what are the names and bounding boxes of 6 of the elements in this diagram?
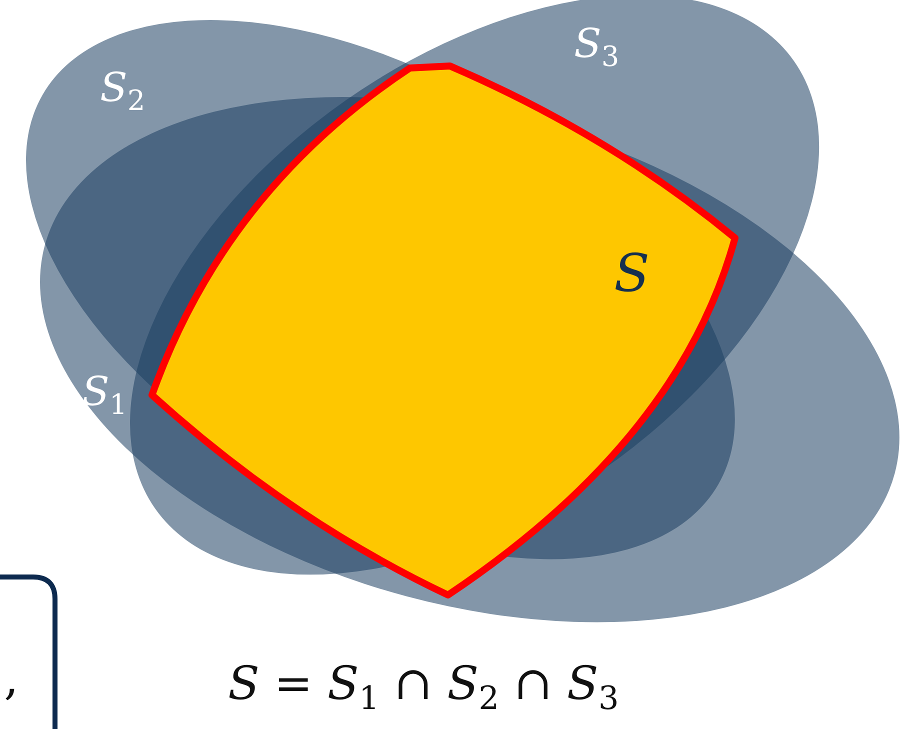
set-label: S$_{1}$ xyxy=(82,372,128,419)
equation: S = S$_{1}$ ∩ S$_{2}$ ∩ S$_{3}$ xyxy=(228,660,619,714)
set-label: S$_{3}$ xyxy=(574,24,620,71)
set-label: S$_{2}$ xyxy=(100,68,146,115)
set-label: S xyxy=(614,248,650,300)
punctuation-mark: , xyxy=(4,655,19,701)
